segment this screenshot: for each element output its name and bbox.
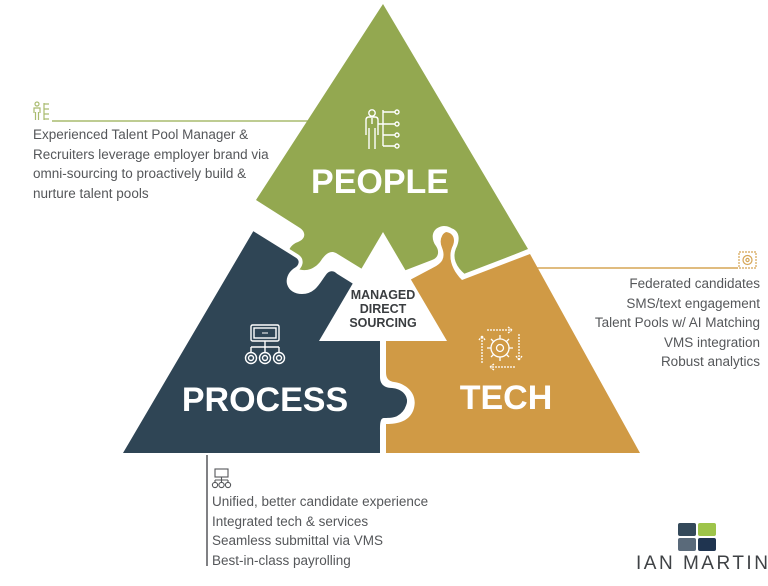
process-description-line: Best-in-class payrolling — [212, 552, 351, 568]
tech-label: TECH — [460, 379, 553, 417]
tech-segment — [386, 231, 640, 453]
seam-people-process — [250, 226, 385, 302]
person-network-icon — [365, 109, 400, 149]
org-chart-icon — [244, 324, 286, 365]
seam-people-tech — [382, 227, 533, 294]
center-label-line3: SOURCING — [349, 316, 416, 330]
logo-text: IAN MARTIN — [636, 553, 768, 574]
process-description-line: Unified, better candidate experience — [212, 494, 429, 509]
gear-cycle-icon — [478, 326, 523, 371]
process-label: PROCESS — [182, 381, 348, 419]
people-description: Experienced Talent Pool Manager & Recrui… — [33, 125, 269, 203]
center-label-line2: DIRECT — [360, 302, 407, 316]
people-description-icon — [33, 101, 49, 120]
people-description-line: omni-sourcing to proactively build & — [33, 166, 247, 181]
people-description-line: Recruiters leverage employer brand via — [33, 146, 269, 162]
tech-description-line: Robust analytics — [660, 354, 760, 369]
logo-mark-icon — [678, 523, 716, 551]
seam-process-tech — [381, 296, 411, 456]
process-description-line: Integrated tech & services — [212, 513, 369, 529]
people-description-line: Experienced Talent Pool Manager & — [33, 127, 249, 142]
tech-description-line: SMS/text engagement — [626, 295, 760, 311]
tech-description-line: Talent Pools w/ AI Matching — [594, 315, 760, 330]
center-label-line1: MANAGED — [351, 288, 416, 302]
center-triangle — [319, 232, 447, 341]
tech-description-line: VMS integration — [663, 334, 760, 350]
people-description-line: nurture talent pools — [33, 185, 149, 201]
tech-description-icon — [738, 251, 757, 269]
tech-description: Federated candidates SMS/text engagement… — [595, 274, 760, 372]
tech-description-line: Federated candidates — [629, 276, 760, 291]
people-segment — [256, 4, 528, 280]
process-description-icon — [211, 468, 232, 489]
people-label: PEOPLE — [311, 163, 449, 201]
process-description-line: Seamless submittal via VMS — [212, 533, 384, 548]
process-description: Unified, better candidate experience Int… — [212, 492, 428, 570]
